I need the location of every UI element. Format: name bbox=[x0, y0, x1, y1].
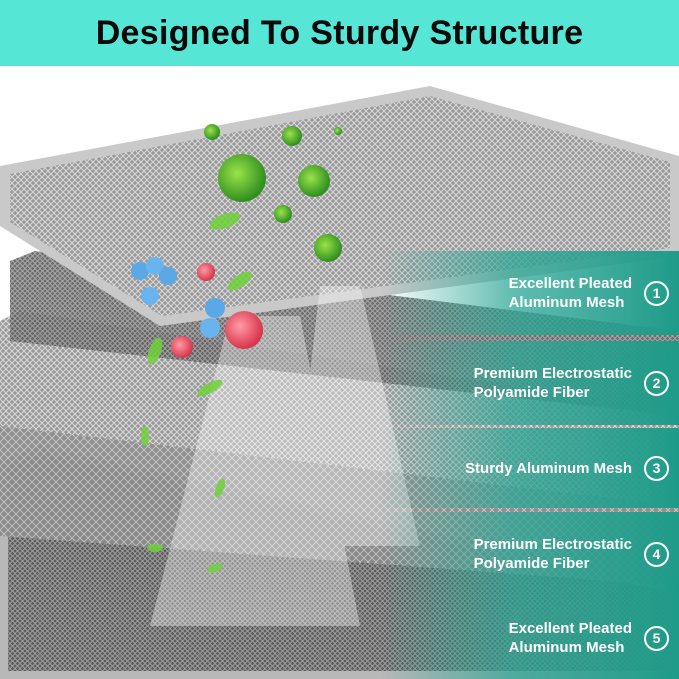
layer-5-number-badge: 5 bbox=[644, 625, 669, 651]
layer-5-line2: Aluminum Mesh bbox=[508, 639, 625, 656]
layer-3-label: Sturdy Aluminum Mesh 3 bbox=[379, 426, 679, 510]
layer-1-number-badge: 1 bbox=[644, 280, 669, 306]
layer-2-line1: Premium Electrostatic bbox=[473, 365, 632, 382]
layer-5-line1: Excellent Pleated bbox=[508, 620, 632, 637]
leaf-particles-icon bbox=[141, 212, 252, 573]
layer-3-line1: Sturdy Aluminum Mesh bbox=[465, 459, 632, 477]
page-title: Designed To Sturdy Structure bbox=[95, 13, 584, 52]
layer-1-line1: Excellent Pleated bbox=[508, 275, 632, 292]
layer-2-label: Premium Electrostatic Polyamide Fiber 2 bbox=[379, 341, 679, 425]
label-bands bbox=[380, 251, 679, 679]
layer-3-number-badge: 3 bbox=[644, 455, 669, 481]
layer-1-line2: Aluminum Mesh bbox=[508, 294, 625, 311]
layer-5-label: Excellent Pleated Aluminum Mesh 5 bbox=[379, 596, 679, 679]
layer-4-label: Premium Electrostatic Polyamide Fiber 4 bbox=[379, 512, 679, 596]
header-banner: Designed To Sturdy Structure bbox=[0, 0, 679, 66]
filter-illustration bbox=[0, 66, 679, 679]
layer-4-line1: Premium Electrostatic bbox=[473, 536, 632, 553]
bacteria-icon bbox=[131, 257, 225, 338]
layer-4-line2: Polyamide Fiber bbox=[473, 555, 590, 572]
layer-2-number-badge: 2 bbox=[644, 370, 669, 396]
filter-layers-scene: Excellent Pleated Aluminum Mesh 1 Premiu… bbox=[0, 66, 679, 679]
layer-4-number-badge: 4 bbox=[644, 541, 669, 567]
layer-2-line2: Polyamide Fiber bbox=[473, 384, 590, 401]
pollen-particles-icon bbox=[171, 263, 263, 358]
layer-1-label: Excellent Pleated Aluminum Mesh 1 bbox=[379, 251, 679, 335]
virus-particles-icon bbox=[204, 124, 342, 262]
